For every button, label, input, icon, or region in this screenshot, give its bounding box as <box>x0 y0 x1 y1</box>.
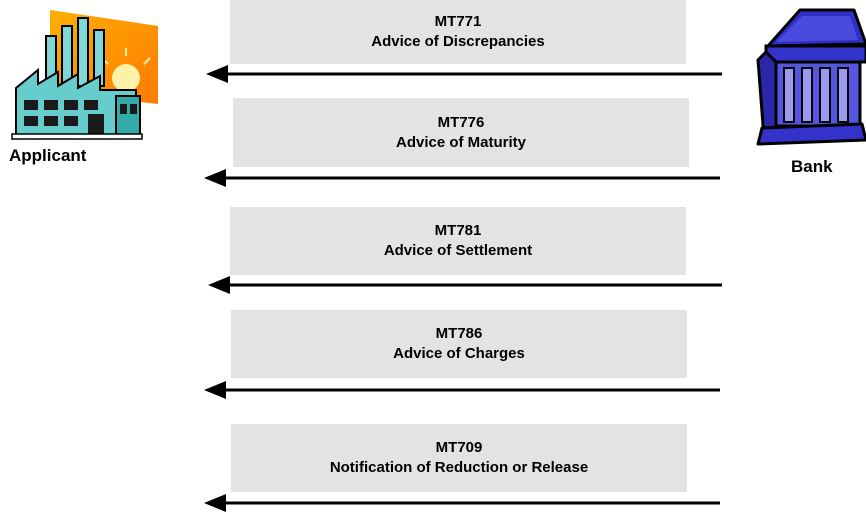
message-box-mt771: MT771 Advice of Discrepancies <box>230 0 686 64</box>
message-box-mt709: MT709 Notification of Reduction or Relea… <box>231 424 687 492</box>
bank-building-icon <box>756 8 866 146</box>
message-code: MT709 <box>435 439 483 456</box>
message-code: MT776 <box>437 113 485 131</box>
message-box-mt781: MT781 Advice of Settlement <box>230 207 686 275</box>
message-arrow-mt709 <box>204 494 720 512</box>
message-description: Advice of Maturity <box>395 133 527 151</box>
message-code: MT771 <box>434 13 482 30</box>
message-description: Advice of Settlement <box>383 242 533 259</box>
message-description: Advice of Charges <box>393 345 525 362</box>
applicant-label: Applicant <box>9 146 87 165</box>
message-arrow-mt771 <box>206 65 722 83</box>
message-code: MT786 <box>435 325 483 342</box>
bank-label: Bank <box>791 157 833 176</box>
message-description: Notification of Reduction or Release <box>329 459 589 476</box>
message-arrow-mt781 <box>208 276 722 294</box>
message-box-mt776: MT776 Advice of Maturity <box>233 98 689 167</box>
message-description: Advice of Discrepancies <box>371 33 545 50</box>
message-code: MT781 <box>434 222 482 239</box>
factory-icon <box>11 10 158 140</box>
message-arrow-mt776 <box>204 169 720 187</box>
message-arrow-mt786 <box>204 381 720 399</box>
message-box-mt786: MT786 Advice of Charges <box>231 310 687 378</box>
